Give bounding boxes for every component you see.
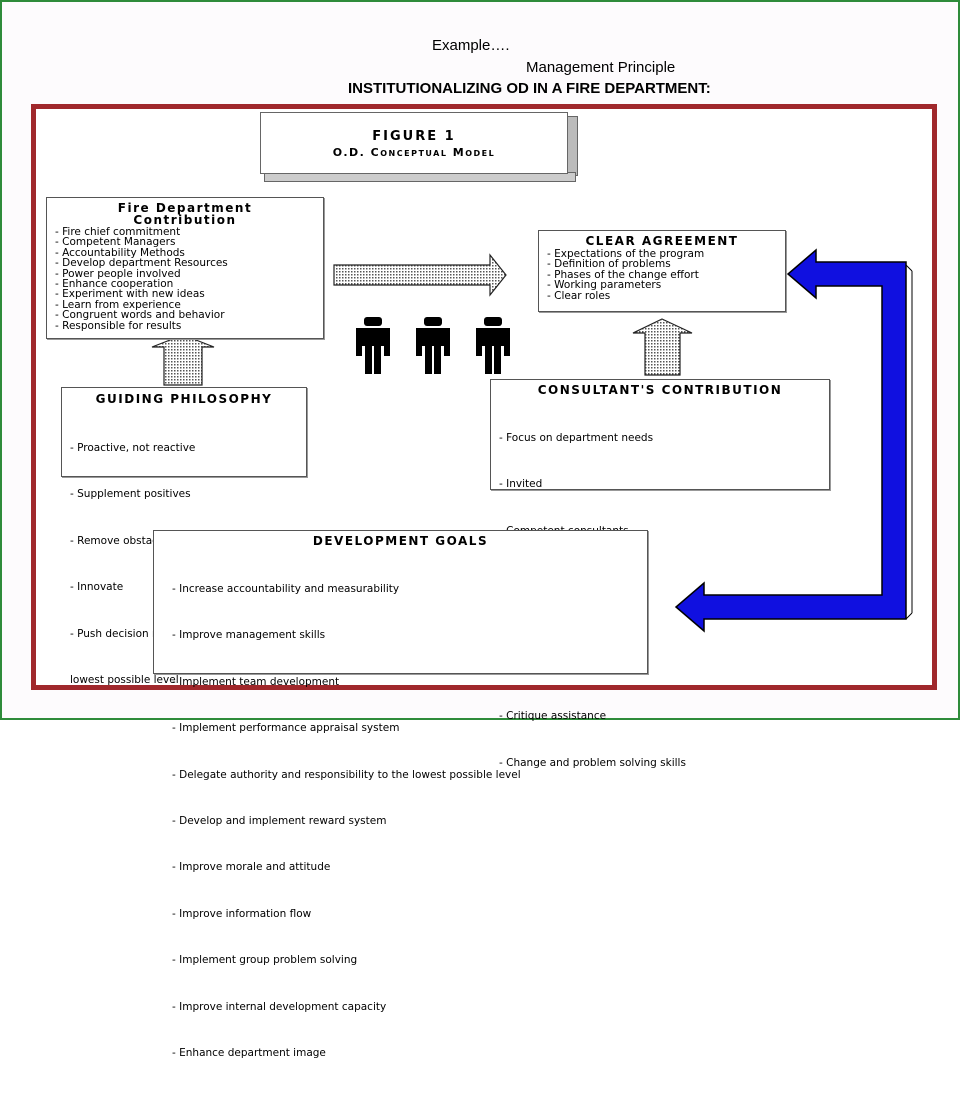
- slide-title-example: Example….: [432, 37, 510, 54]
- list-item: - Delegate authority and responsibility …: [172, 768, 521, 781]
- list-item: - Improve morale and attitude: [172, 861, 331, 874]
- list-item: lowest possible level: [70, 674, 179, 687]
- consultant-title: CONSULTANT'S CONTRIBUTION: [537, 383, 783, 397]
- fire-department-list: - Fire chief commitment - Competent Mana…: [47, 226, 323, 332]
- list-item: - Learn from experience: [55, 298, 181, 311]
- list-item: - Definition of problems: [547, 258, 671, 271]
- list-item: - Increase accountability and measurabil…: [172, 583, 400, 595]
- list-item: - Invited: [499, 478, 543, 491]
- slide-title-principle: Management Principle: [526, 59, 676, 76]
- figure-label: FIGURE 1: [372, 129, 456, 144]
- people-icon: [356, 317, 510, 374]
- feedback-arrow: [674, 248, 913, 633]
- list-item: - Develop and implement reward system: [172, 815, 387, 828]
- list-item: - Phases of the change effort: [547, 268, 699, 281]
- list-item: - Push decision making to the: [70, 627, 226, 640]
- guiding-philosophy-list: - Proactive, not reactive - Supplement p…: [62, 407, 306, 721]
- development-goals-box: DEVELOPMENT GOALS - Increase accountabil…: [153, 530, 648, 1059]
- list-item: - Supplement positives: [70, 488, 191, 501]
- development-goals-list: - Increase accountability and measurabil…: [154, 548, 647, 1094]
- slide-title-main: INSTITUTIONALIZING OD IN A FIRE DEPARTME…: [348, 80, 711, 97]
- list-item: - Fire chief commitment: [55, 226, 181, 238]
- list-item: - Critique assistance: [499, 710, 607, 723]
- clear-agreement-title: CLEAR AGREEMENT: [585, 234, 739, 248]
- list-item: - Implement group problem solving: [172, 954, 358, 967]
- list-item: - Focus on department needs: [499, 432, 654, 444]
- consultant-contribution-box: CONSULTANT'S CONTRIBUTION - Focus on dep…: [490, 379, 830, 768]
- list-item: - Congruent words and behavior: [55, 309, 225, 322]
- list-item: - Develop department Resources: [55, 257, 228, 270]
- arrow-guiding-to-fire: [151, 334, 215, 386]
- diagram-connectors: [151, 248, 913, 633]
- list-item: - Expectations of the program: [547, 248, 705, 260]
- development-goals-title: DEVELOPMENT GOALS: [312, 534, 489, 548]
- list-item: - Improve information flow: [172, 907, 312, 920]
- list-item: - Improve internal development capacity: [172, 1000, 387, 1013]
- list-item: - Improve management skills: [172, 629, 326, 642]
- list-item: - Competent Managers: [55, 236, 176, 249]
- figure-title-box: FIGURE 1 O.D. Conceptual Model: [260, 112, 578, 182]
- list-item: - Implement team development: [172, 675, 340, 688]
- list-item: - Implement performance appraisal system: [172, 722, 400, 735]
- list-item: - Enhance department image: [172, 1047, 326, 1060]
- guiding-philosophy-box: GUIDING PHILOSOPHY - Proactive, not reac…: [61, 387, 307, 685]
- clear-agreement-list: - Expectations of the program - Definiti…: [539, 248, 785, 302]
- list-item: - Proactive, not reactive: [70, 442, 196, 454]
- fire-department-title: Fire Department Contribution: [117, 201, 253, 227]
- list-item: - Working parameters: [547, 279, 662, 292]
- figure-name: O.D. Conceptual Model: [332, 146, 496, 159]
- list-item: - Enhance cooperation: [55, 278, 174, 291]
- list-item: - Remove obstacles: [70, 534, 173, 547]
- guiding-philosophy-title: GUIDING PHILOSOPHY: [95, 392, 273, 406]
- list-item: - Power people involved: [55, 267, 181, 280]
- list-item: - Experiment with new ideas: [55, 288, 205, 301]
- fire-department-contribution-box: Fire Department Contribution - Fire chie…: [46, 197, 324, 339]
- list-item: - Innovate: [70, 581, 124, 594]
- list-item: - Clear roles: [547, 289, 611, 302]
- arrow-to-clear-agreement: [333, 253, 507, 297]
- clear-agreement-box: CLEAR AGREEMENT - Expectations of the pr…: [538, 230, 786, 312]
- diagram-frame: FIGURE 1 O.D. Conceptual Model Fire Depa…: [31, 104, 937, 1059]
- list-item: - Responsible for results: [55, 319, 182, 332]
- arrow-consultant-to-agreement: [632, 318, 693, 376]
- list-item: - Accountability Methods: [55, 246, 185, 259]
